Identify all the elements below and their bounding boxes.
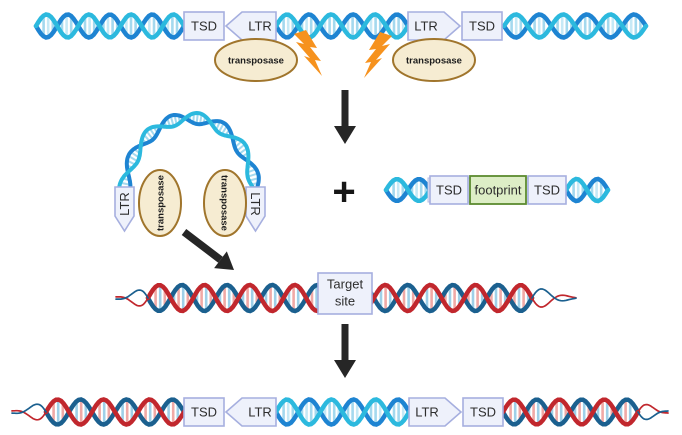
tsd-label: TSD — [436, 183, 462, 198]
ltr-label: LTR — [117, 192, 132, 216]
tsd-box — [183, 11, 225, 41]
dna-helix — [273, 12, 411, 40]
footprint-box — [469, 175, 527, 205]
flow-arrow — [181, 229, 234, 270]
footprint-group: TSD footprint TSD — [427, 175, 567, 205]
target-site-label-line1: Target — [327, 277, 364, 292]
donor-transposon-row: TSD LTR LTR TSD transposase transposase — [183, 11, 503, 82]
dna-artwork-layer — [11, 12, 669, 427]
transposase-oval — [392, 38, 476, 82]
ltr-label: LTR — [248, 19, 272, 34]
footprint-label: footprint — [475, 183, 522, 198]
tsd-box — [429, 175, 469, 205]
target-site-group: Target site — [317, 272, 373, 315]
dna-helix — [33, 12, 187, 40]
target-site-box — [317, 272, 373, 315]
lightning-bolt-icon — [364, 32, 392, 78]
ltr-left-arrow — [224, 11, 277, 41]
ltr-label: LTR — [415, 405, 439, 420]
ltr-label: LTR — [248, 405, 272, 420]
tsd-box — [461, 11, 503, 41]
tsd-label: TSD — [191, 405, 217, 420]
transposase-oval — [203, 169, 247, 237]
transposase-label: transposase — [406, 55, 462, 66]
transposase-label: transposase — [155, 175, 166, 231]
dna-helix — [11, 397, 187, 427]
target-site-label-line2: site — [335, 294, 355, 309]
dna-helix — [273, 397, 412, 427]
ltr-left-arrow — [224, 397, 277, 427]
dna-helix — [563, 176, 611, 204]
flow-arrow — [334, 324, 356, 378]
transposase-oval — [214, 38, 298, 82]
dna-helix — [501, 12, 649, 40]
ltr-down-arrow — [114, 186, 135, 233]
inserted-transposon-row: TSD LTR LTR TSD — [183, 397, 504, 427]
tsd-label: TSD — [534, 183, 560, 198]
transposase-label: transposase — [219, 175, 230, 231]
dna-helix — [500, 397, 669, 427]
tsd-label: TSD — [469, 19, 495, 34]
lightning-bolt-icon — [294, 30, 322, 76]
plus-sign: + — [332, 170, 355, 214]
dna-helix — [383, 176, 433, 204]
flow-arrow — [334, 90, 356, 144]
tsd-box — [183, 397, 225, 427]
excised-loop-group: LTR LTR transposase transposase — [114, 169, 266, 237]
transposase-label: transposase — [228, 55, 284, 66]
tsd-box — [527, 175, 567, 205]
ltr-right-arrow — [407, 11, 462, 41]
tsd-label: TSD — [470, 405, 496, 420]
ltr-right-arrow — [408, 397, 463, 427]
tsd-box — [462, 397, 504, 427]
tsd-label: TSD — [191, 19, 217, 34]
ltr-label: LTR — [414, 19, 438, 34]
transposase-oval — [138, 169, 182, 237]
ltr-label: LTR — [248, 192, 263, 216]
